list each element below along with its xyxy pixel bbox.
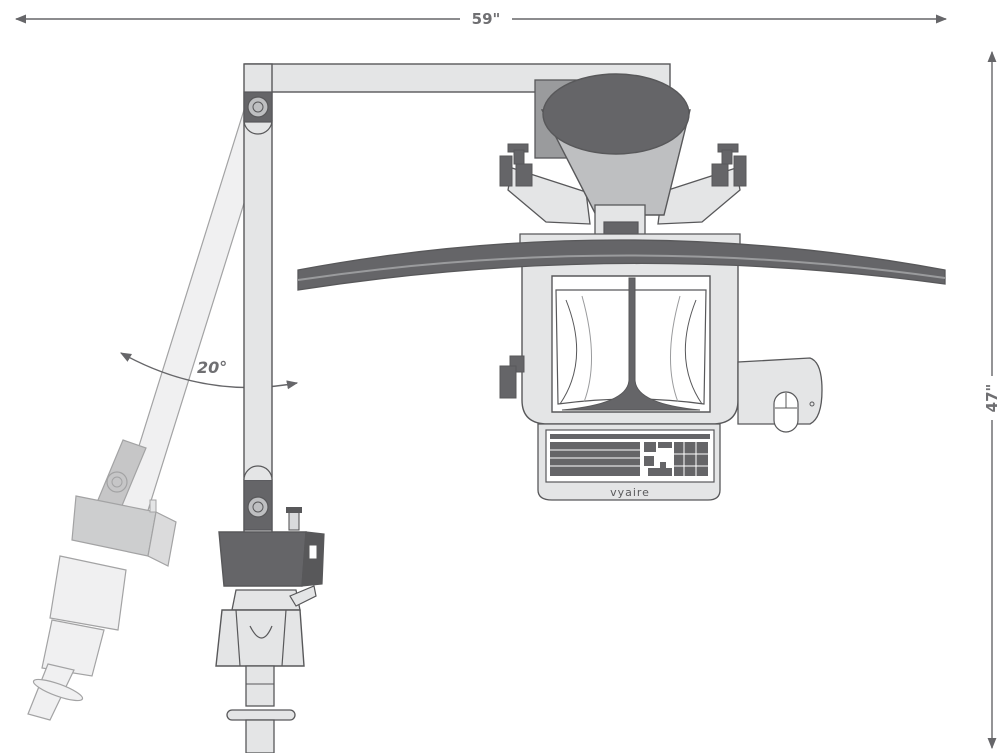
mouse-icon <box>773 391 799 433</box>
angle-indicator: 20° <box>120 352 299 390</box>
pole-mount-clamp <box>215 507 325 753</box>
mouse-tray <box>737 357 823 433</box>
angle-label: 20° <box>197 358 227 377</box>
width-dimension-label: 59" <box>472 10 501 28</box>
width-dimension: 59" <box>14 10 948 28</box>
curved-monitor <box>297 239 946 291</box>
height-dimension-label: 47" <box>983 384 1001 413</box>
tilt-knob-right <box>711 143 747 187</box>
tilt-knob-left <box>499 143 533 187</box>
height-dimension: 47" <box>983 50 1001 750</box>
keyboard-tray: vyaire <box>537 423 721 501</box>
monitor-screen <box>551 275 711 413</box>
brand-logo: vyaire <box>610 486 650 499</box>
display-mount-head <box>499 73 747 243</box>
tray-indicator-icon <box>809 401 815 407</box>
